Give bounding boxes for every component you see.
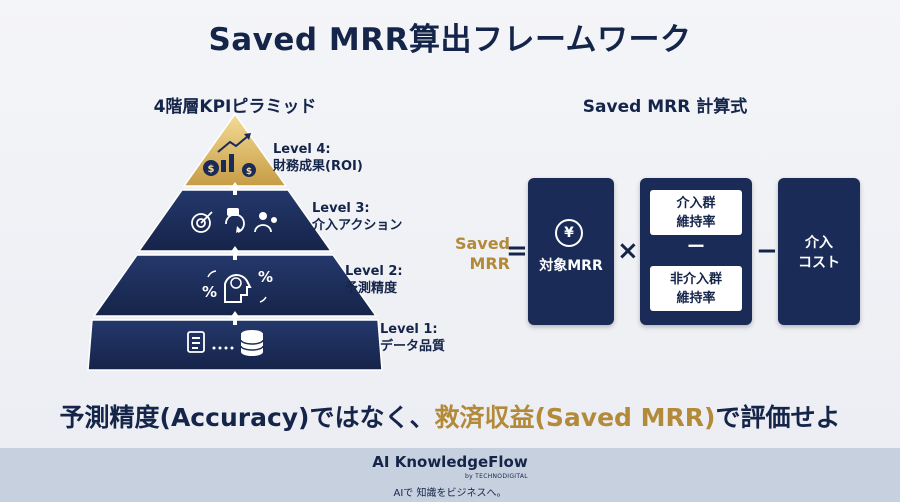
times-sign: × [617, 236, 639, 266]
svg-text:%: % [258, 268, 273, 286]
prediction-icons: % % [202, 268, 273, 303]
level-4-label: Level 4: 財務成果(ROI) [273, 142, 363, 174]
svg-text:$: $ [208, 164, 215, 175]
svg-text:$: $ [246, 167, 252, 177]
pyramid-tier-1 [87, 319, 383, 371]
data-icons [187, 330, 264, 356]
treatment-retention-cell: 介入群 維持率 [650, 190, 742, 235]
tagline: 予測精度(Accuracy)ではなく、救済収益(Saved MRR)で評価せよ [59, 403, 841, 432]
control-retention-cell: 非介入群 維持率 [650, 266, 742, 311]
inner-minus-sign: ー [687, 237, 705, 258]
brand-logo-text: AI KnowledgeFlow [372, 453, 528, 471]
target-mrr-label: 対象MRR [539, 258, 603, 274]
svg-text:%: % [202, 283, 217, 301]
pyramid-title: 4階層KPIピラミッド [153, 97, 317, 117]
pyramid-tier-3 [137, 189, 333, 252]
equals-sign: = [506, 236, 528, 266]
pyramid-tier-2 [92, 254, 378, 317]
target-mrr-box [528, 178, 614, 325]
cost-box [778, 178, 860, 325]
pyramid-tier-4 [182, 112, 288, 187]
page-title: Saved MRR算出フレームワーク [208, 22, 692, 58]
kpi-pyramid: $ $ % % [87, 112, 383, 371]
footer-slogan: AIで 知識をビジネスへ。 [393, 488, 507, 499]
cost-label: 介入 コスト [798, 235, 840, 271]
level-3-label: Level 3: 介入アクション [312, 201, 403, 233]
money-growth-icon: $ $ [203, 133, 256, 177]
level-1-label: Level 1: データ品質 [380, 322, 446, 354]
tagline-highlight: 救済収益(Saved MRR) [434, 403, 716, 432]
up-arrow-icons [230, 182, 240, 325]
formula-title: Saved MRR 計算式 [582, 97, 748, 117]
footer-bar [0, 448, 900, 502]
action-icons [191, 208, 277, 233]
yen-coin-icon: ¥ [555, 219, 583, 247]
brand-by-line: by TECHNODIGITAL [465, 473, 528, 480]
saved-mrr-label: Saved MRR [454, 234, 510, 273]
level-2-label: Level 2: 予測精度 [345, 264, 403, 296]
minus-sign: − [756, 236, 778, 266]
